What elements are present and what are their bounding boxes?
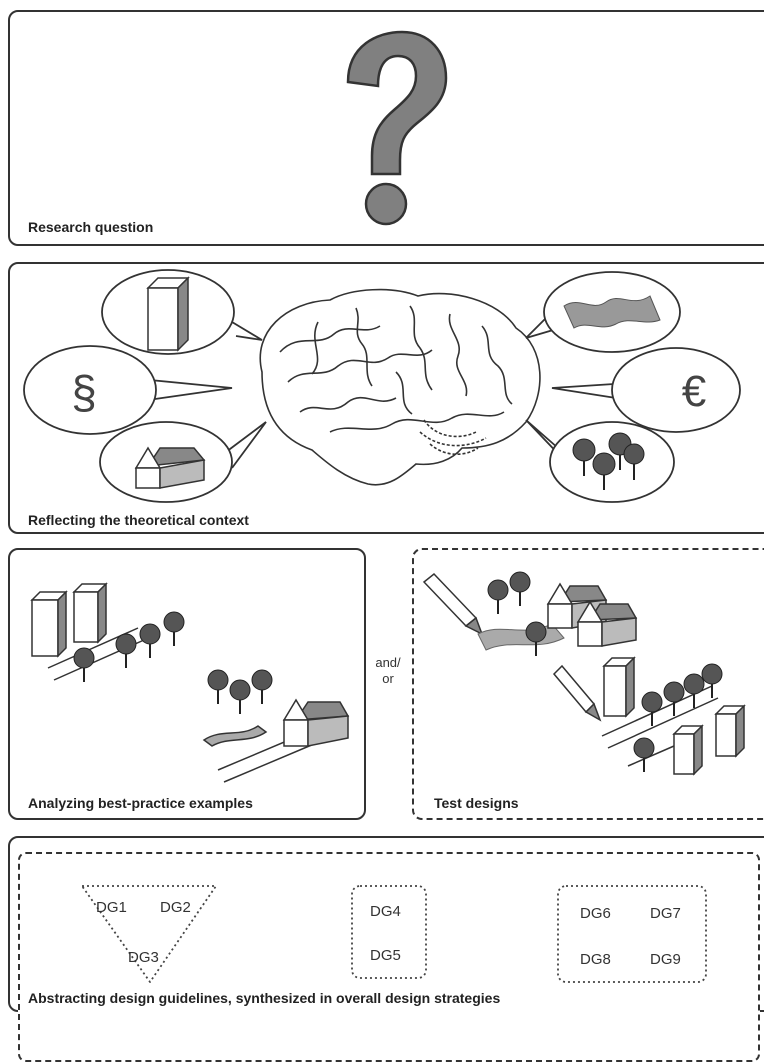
and-or-line2: or: [382, 671, 394, 686]
trees-icon: [487, 571, 547, 656]
building-bubble: [101, 269, 263, 355]
pencil-icon: [422, 572, 484, 636]
trees-icon: [73, 611, 273, 714]
law-bubble: §: [23, 345, 233, 435]
dg4-label: DG4: [370, 903, 401, 920]
and-or-line1: and/: [375, 655, 401, 670]
dg-box-group-2: [351, 885, 427, 979]
landscape-bubble: [525, 271, 681, 353]
dg7-label: DG7: [650, 905, 681, 922]
brain-icon: [259, 288, 541, 486]
trees-bubble: [525, 419, 675, 503]
house-icon: [282, 698, 350, 747]
currency-bubble: €: [551, 347, 741, 433]
dg5-label: DG5: [370, 947, 401, 964]
dg6-label: DG6: [580, 905, 611, 922]
terrain-icon: [563, 295, 661, 329]
design-strategies-frame: [18, 852, 760, 1062]
and-or-connector: and/ or: [368, 655, 408, 687]
dg9-label: DG9: [650, 951, 681, 968]
test-designs-caption: Test designs: [434, 795, 519, 811]
tall-building-icon: [146, 276, 190, 352]
research-question-caption: Research question: [28, 219, 154, 235]
best-practice-caption: Analyzing best-practice examples: [28, 795, 253, 811]
trees-icon: [633, 663, 723, 772]
dg1-label: DG1: [96, 899, 127, 916]
house-icon: [134, 446, 206, 489]
best-practice-panel: [8, 548, 366, 820]
dg8-label: DG8: [580, 951, 611, 968]
dg-box-group-3: [557, 885, 707, 983]
river-icon: [202, 725, 315, 783]
dg3-label: DG3: [128, 949, 159, 966]
theoretical-context-caption: Reflecting the theoretical context: [28, 512, 249, 528]
pencil-icon: [552, 664, 602, 722]
question-mark-icon: [346, 30, 448, 226]
design-guidelines-caption: Abstracting design guidelines, synthesiz…: [28, 990, 501, 1006]
section-sign-icon: §: [71, 366, 97, 418]
buildings-icon: [30, 582, 108, 658]
euro-sign-icon: €: [682, 367, 706, 416]
buildings-icon: [602, 656, 746, 776]
houses-icon: [546, 582, 638, 647]
dg-triangle-group: [81, 885, 217, 983]
dg2-label: DG2: [160, 899, 191, 916]
trees-icon: [572, 432, 645, 490]
house-bubble: [99, 421, 267, 503]
